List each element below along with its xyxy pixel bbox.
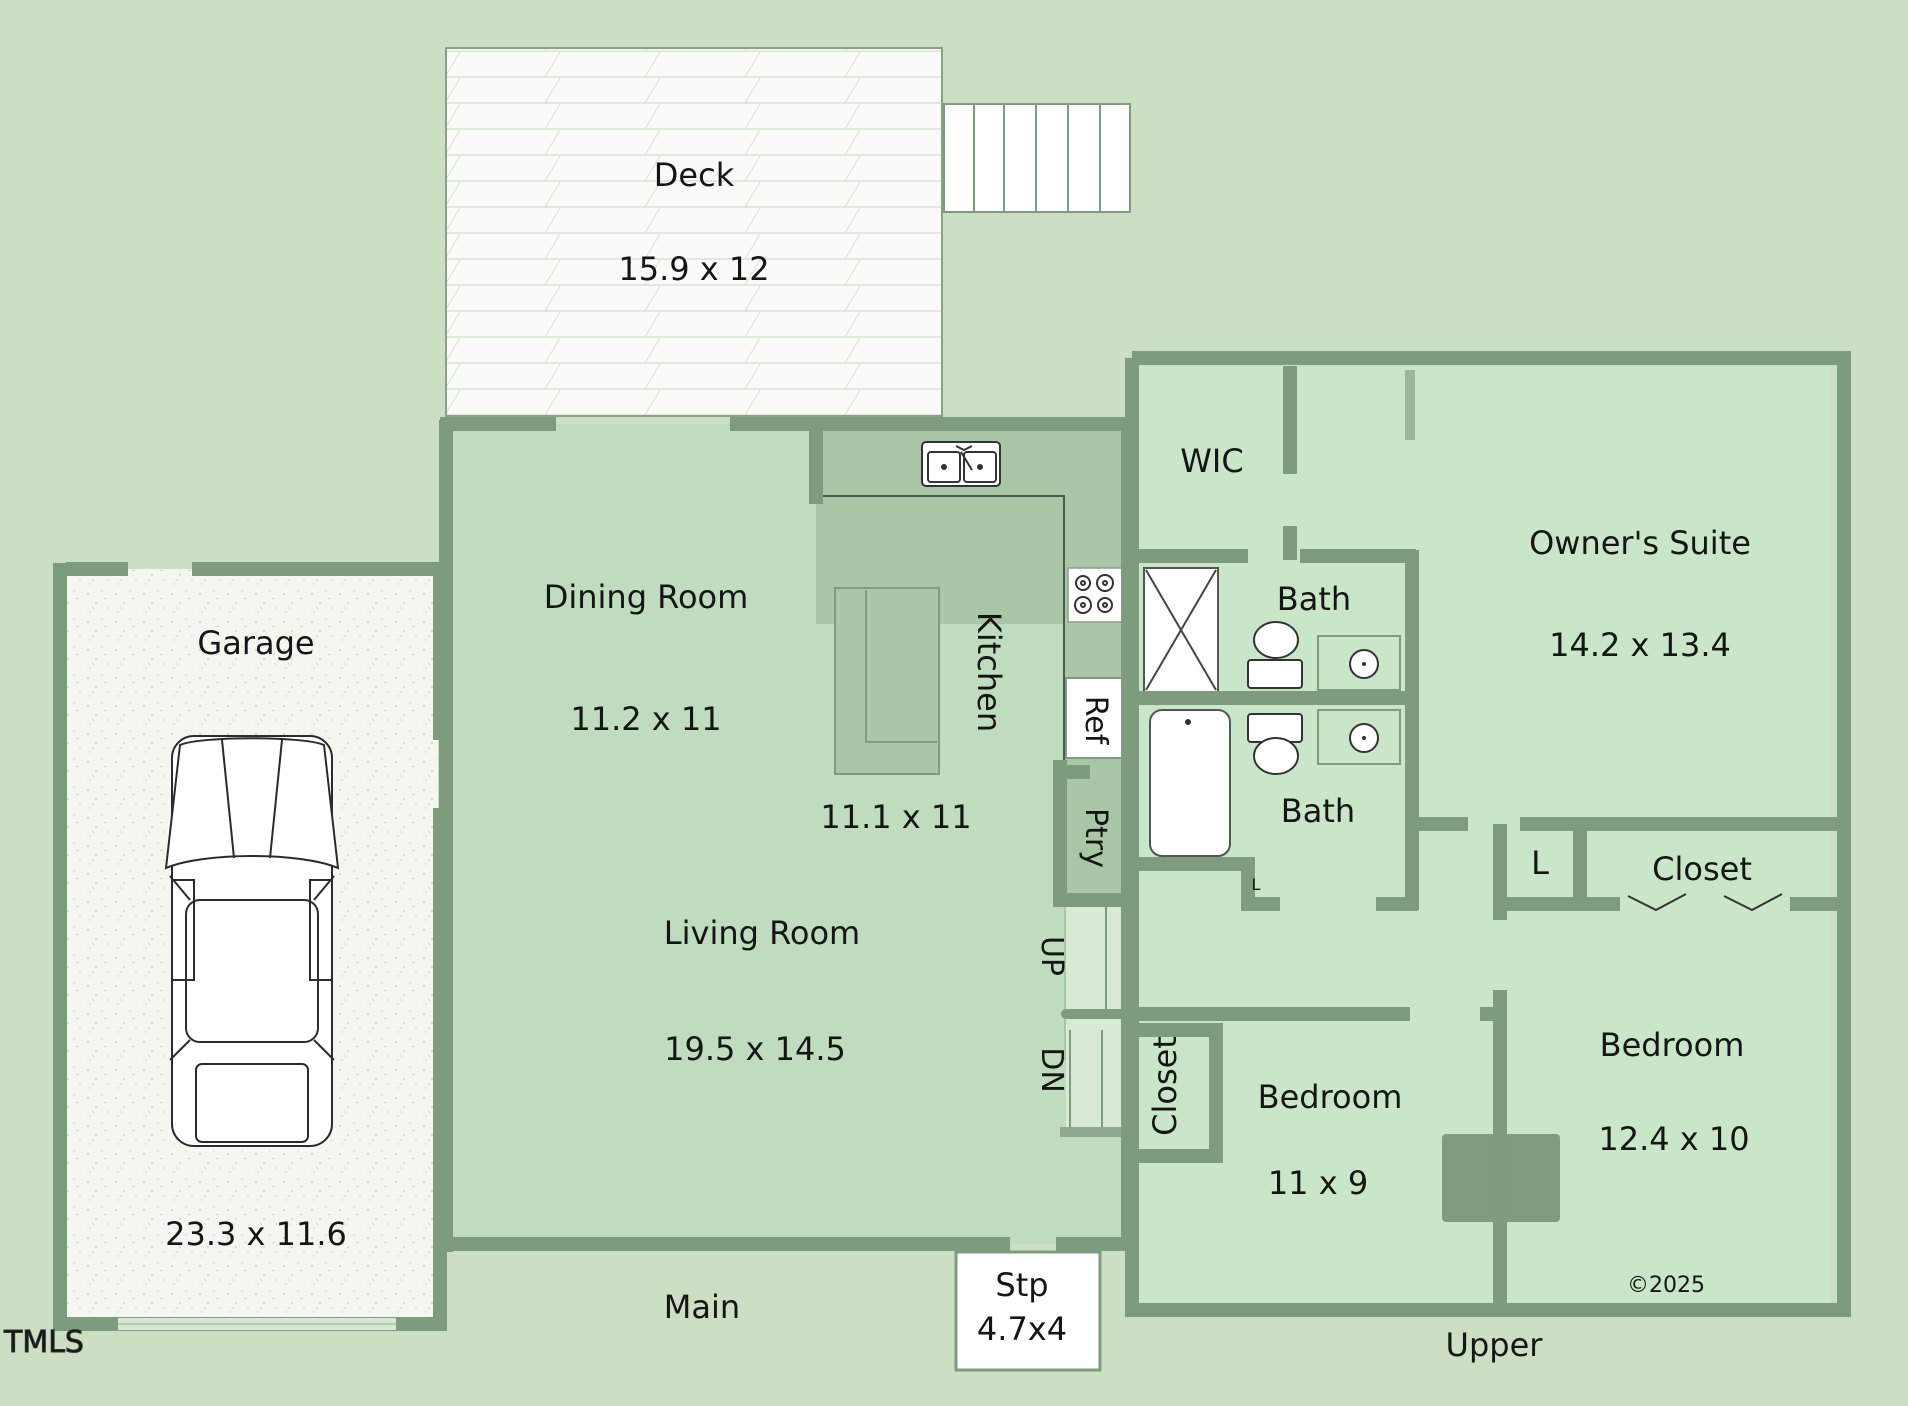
main-floor-label: Main (664, 1288, 740, 1326)
stair-down-label: DN (1034, 1047, 1069, 1093)
garage-name: Garage (197, 624, 314, 662)
stoop-size: 4.7x4 (977, 1310, 1067, 1348)
deck: Deck 15.9 x 12 (445, 47, 1131, 417)
stoop-name: Stp (995, 1266, 1048, 1304)
deck-name: Deck (654, 156, 735, 194)
kitchen-name: Kitchen (970, 612, 1008, 732)
double-sink-icon (921, 441, 1001, 487)
bedroom-right-size: 12.4 x 10 (1598, 1120, 1749, 1158)
refrigerator-label: Ref (1078, 696, 1113, 746)
stair-up-label: UP (1034, 936, 1069, 976)
sink-icon (1317, 635, 1401, 765)
closet-doors (1627, 893, 1783, 912)
garage: Garage 23.3 x 11.6 (53, 562, 447, 1331)
dining-room-size: 11.2 x 11 (570, 700, 721, 738)
wic-label: WIC (1180, 442, 1243, 480)
upper-floor-label: Upper (1446, 1326, 1544, 1364)
owners-suite-name: Owner's Suite (1529, 524, 1751, 562)
deck-size: 15.9 x 12 (618, 250, 769, 288)
bath-lower-label: Bath (1281, 792, 1355, 830)
bedroom-left-size: 11 x 9 (1268, 1164, 1368, 1202)
pantry-label: Ptry (1078, 808, 1113, 868)
bedroom-left-name: Bedroom (1258, 1078, 1403, 1116)
closet-right-label: Closet (1652, 850, 1752, 888)
stoop (954, 1250, 1102, 1372)
watermark: TMLS (3, 1325, 84, 1360)
upper-floor: L WIC Bath Bath Owner's Suite 14.2 x 13.… (1125, 351, 1851, 1364)
shower-icon (1143, 567, 1219, 693)
bedroom-right-name: Bedroom (1600, 1026, 1745, 1064)
copyright: ©2025 (1627, 1273, 1705, 1298)
kitchen-size: 11.1 x 11 (820, 798, 971, 836)
closet-left-label: Closet (1146, 1036, 1184, 1136)
small-l-label: L (1252, 875, 1261, 894)
owners-suite-size: 14.2 x 13.4 (1549, 626, 1731, 664)
upper-floor-walls (1125, 351, 1851, 1317)
bath-upper-label: Bath (1277, 580, 1351, 618)
dining-room-name: Dining Room (544, 578, 749, 616)
linen-label: L (1531, 844, 1549, 882)
car-icon (164, 735, 340, 1147)
main-floor: UP DN Stp 4.7x4 Dining Room 11.2 x 11 Ki… (439, 417, 1237, 1372)
bathtub-icon (1149, 709, 1231, 857)
stove-icon (1074, 574, 1114, 614)
garage-size: 23.3 x 11.6 (165, 1215, 347, 1253)
living-room-size: 19.5 x 14.5 (664, 1030, 846, 1068)
kitchen-island (834, 587, 940, 775)
toilet-icon (1247, 621, 1303, 775)
living-room-name: Living Room (664, 914, 860, 952)
